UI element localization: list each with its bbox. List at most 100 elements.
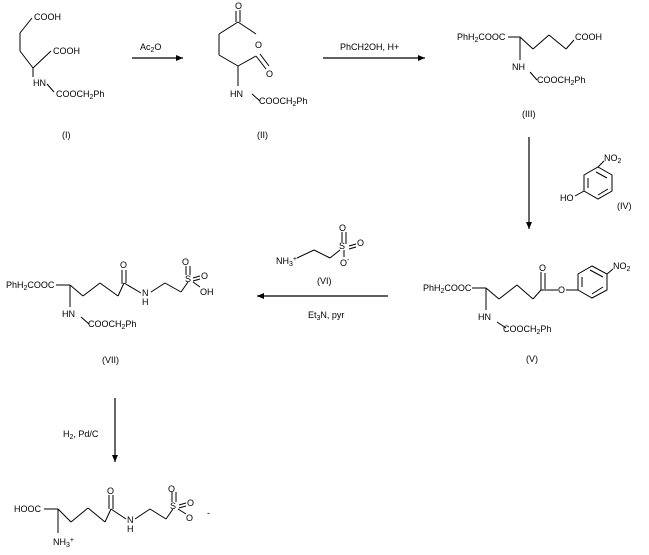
compound-VI-bonds <box>296 232 357 259</box>
compound-II-ring-o: O <box>255 40 262 50</box>
compound-II-cbz: COOCH2Ph <box>259 96 307 108</box>
compound-I-cbz-b: Ph <box>93 89 104 99</box>
compound-V-bonds <box>472 265 614 329</box>
reagent-ac2o-sub: 2 <box>151 47 155 54</box>
reagent-h2-sub: 2 <box>70 434 74 441</box>
compound-VII-s: S <box>185 274 191 284</box>
compound-I-bonds <box>19 17 55 93</box>
compound-V-oxo: O <box>539 263 546 273</box>
compound-V-bn-sub: 2 <box>441 288 445 295</box>
compound-product: HOOC O N H S O O O- NH3+ <box>14 484 210 549</box>
compound-VI-nh3-sub: 3 <box>289 261 293 268</box>
compound-product-nh3: NH3+ <box>53 537 74 549</box>
reagent-et3n-pyr: Et3N, pyr <box>308 310 344 322</box>
compound-II-cbz-sub: 2 <box>293 101 297 108</box>
compound-product-s: S <box>170 501 176 511</box>
compound-III-label: (III) <box>522 109 536 119</box>
reagent-et3n-sub: 3 <box>317 315 321 322</box>
compound-I-acid-alpha: COOH <box>53 46 80 56</box>
compound-III-bn-b: COOC <box>478 32 506 42</box>
reagent-h2-b: , Pd/C <box>73 429 99 439</box>
compound-V-nh: HN <box>478 312 491 322</box>
reagent-ac2o: Ac2O <box>140 42 161 54</box>
compound-VII-bn: PhH2COOC <box>6 280 55 292</box>
compound-IV-no2-a: NO <box>604 153 618 163</box>
compound-I-label: (I) <box>62 130 71 140</box>
compound-II-oxo2: O <box>266 69 273 79</box>
compound-VII-oh: OH <box>200 287 214 297</box>
compound-product-nh3-a: NH <box>53 537 66 547</box>
compound-V-cbz-sub: 2 <box>537 329 541 336</box>
arrow-2: PhCH2OH, H+ <box>323 42 425 61</box>
compound-VI-nh3: NH3+ <box>276 256 297 268</box>
compound-product-o3: O- <box>186 508 210 523</box>
compound-IV: HO NO2 (IV) <box>560 153 632 211</box>
reagent-h2-pdc: H2, Pd/C <box>63 429 99 441</box>
compound-I: COOH COOH HN COOCH2Ph (I) <box>19 12 104 140</box>
compound-III-cbz: COOCH2Ph <box>537 75 585 87</box>
compound-III-cbz-b: Ph <box>574 75 585 85</box>
compound-product-h: H <box>127 524 134 534</box>
compound-III-bonds <box>508 34 575 81</box>
compound-III-cbz-sub: 2 <box>571 80 575 87</box>
compound-VII: PhH2COOC O N H S O O OH HN COOCH2Ph (VII… <box>6 257 214 365</box>
compound-I-cbz-sub: 2 <box>90 94 94 101</box>
compound-VII-bn-b: COOC <box>27 280 55 290</box>
compound-VII-n: N <box>142 288 149 298</box>
compound-VI-o3-charge: - <box>347 257 350 264</box>
compound-III-cbz-a: COOCH <box>537 75 571 85</box>
compound-V-no2: NO2 <box>613 261 631 273</box>
compound-II-cbz-b: Ph <box>296 96 307 106</box>
compound-VII-cbz: COOCH2Ph <box>88 319 136 331</box>
reagent-h2-a: H <box>63 429 70 439</box>
reagent-et3n-b: N, pyr <box>320 310 344 320</box>
compound-III-bn-sub: 2 <box>475 37 479 44</box>
compound-V: PhH2COOC O O NO2 HN COOCH2Ph (V) <box>423 261 631 364</box>
compound-product-o3-a: O <box>186 513 193 523</box>
compound-III-nh: NH <box>512 62 525 72</box>
compound-I-cbz-a: COOCH <box>56 89 90 99</box>
compound-VI-o3: O- <box>340 257 350 268</box>
compound-VII-nh: HN <box>62 309 75 319</box>
compound-V-label: (V) <box>526 354 538 364</box>
reagent-et3n-a: Et <box>308 310 317 320</box>
compound-I-nh: HN <box>33 78 46 88</box>
compound-II-cbz-a: COOCH <box>259 96 293 106</box>
compound-VII-bn-a: PhH <box>6 280 24 290</box>
compound-VI-s: S <box>339 241 345 251</box>
arrow-1: Ac2O <box>132 42 183 61</box>
compound-IV-bonds <box>574 160 613 200</box>
compound-VI-nh3-a: NH <box>276 256 289 266</box>
compound-I-acid-top: COOH <box>34 12 61 22</box>
compound-IV-no2: NO2 <box>604 153 622 165</box>
compound-III: PhH2COOC COOH NH COOCH2Ph (III) <box>457 32 602 119</box>
compound-V-no2-a: NO <box>613 261 627 271</box>
compound-I-cbz: COOCH2Ph <box>56 89 104 101</box>
compound-II-label: (II) <box>257 130 268 140</box>
compound-product-o3-charge: - <box>207 508 210 518</box>
compound-VI-nh3-sup: + <box>293 256 297 263</box>
compound-V-cbz-b: Ph <box>540 324 551 334</box>
compound-V-cbz: COOCH2Ph <box>503 324 551 336</box>
compound-VII-h: H <box>142 297 149 307</box>
arrow-5: H2, Pd/C <box>63 398 118 462</box>
reagent-benzyl-alcohol: PhCH2OH, H+ <box>340 42 399 52</box>
compound-III-bn: PhH2COOC <box>457 32 506 44</box>
compound-VI-o3-a: O <box>340 258 347 268</box>
compound-VII-cbz-sub: 2 <box>122 324 126 331</box>
compound-product-n: N <box>127 515 134 525</box>
compound-IV-oh: HO <box>560 193 574 203</box>
compound-II-bonds <box>218 10 270 102</box>
compound-II-oxo1: O <box>235 1 242 11</box>
compound-V-cbz-a: COOCH <box>503 324 537 334</box>
compound-IV-label: (IV) <box>617 201 632 211</box>
compound-VII-cbz-b: Ph <box>125 319 136 329</box>
compound-product-nh3-sup: + <box>70 537 74 544</box>
compound-product-oxo: O <box>107 486 114 496</box>
compound-VII-cbz-a: COOCH <box>88 319 122 329</box>
compound-VII-oxo: O <box>120 260 127 270</box>
reagent-ac2o-a: Ac <box>140 42 151 52</box>
compound-II: O O O HN COOCH2Ph (II) <box>218 1 307 140</box>
